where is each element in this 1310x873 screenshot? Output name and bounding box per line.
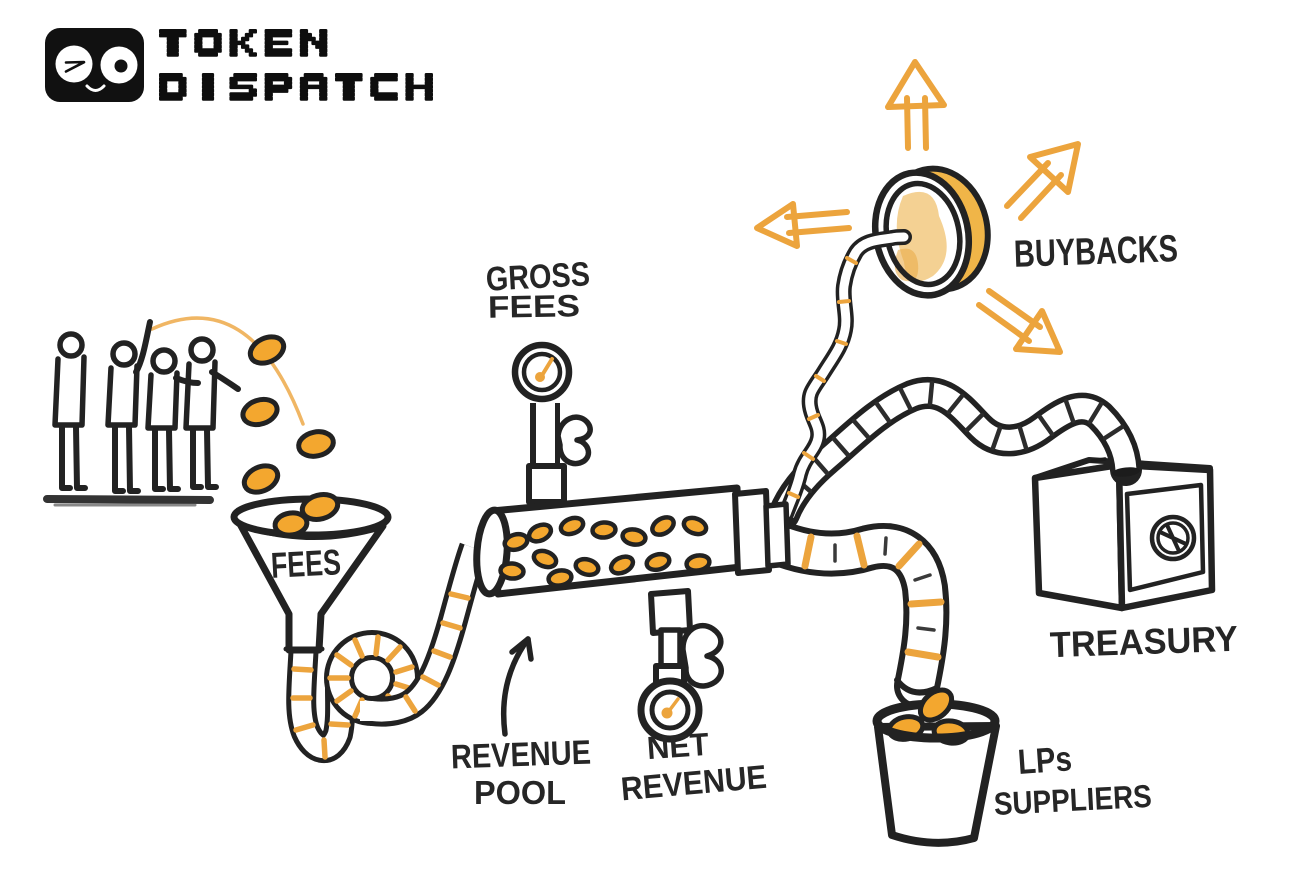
svg-text:POOL: POOL bbox=[474, 774, 566, 811]
svg-text:BUYBACKS: BUYBACKS bbox=[1013, 228, 1178, 276]
svg-text:FEES: FEES bbox=[488, 288, 581, 325]
svg-text:FEES: FEES bbox=[270, 541, 342, 586]
svg-text:NET: NET bbox=[646, 726, 711, 766]
svg-text:LPs: LPs bbox=[1017, 739, 1074, 782]
svg-text:SUPPLIERS: SUPPLIERS bbox=[993, 778, 1153, 822]
svg-text:REVENUE: REVENUE bbox=[450, 734, 591, 777]
svg-text:GROSS: GROSS bbox=[485, 255, 591, 298]
svg-text:TREASURY: TREASURY bbox=[1049, 618, 1238, 666]
